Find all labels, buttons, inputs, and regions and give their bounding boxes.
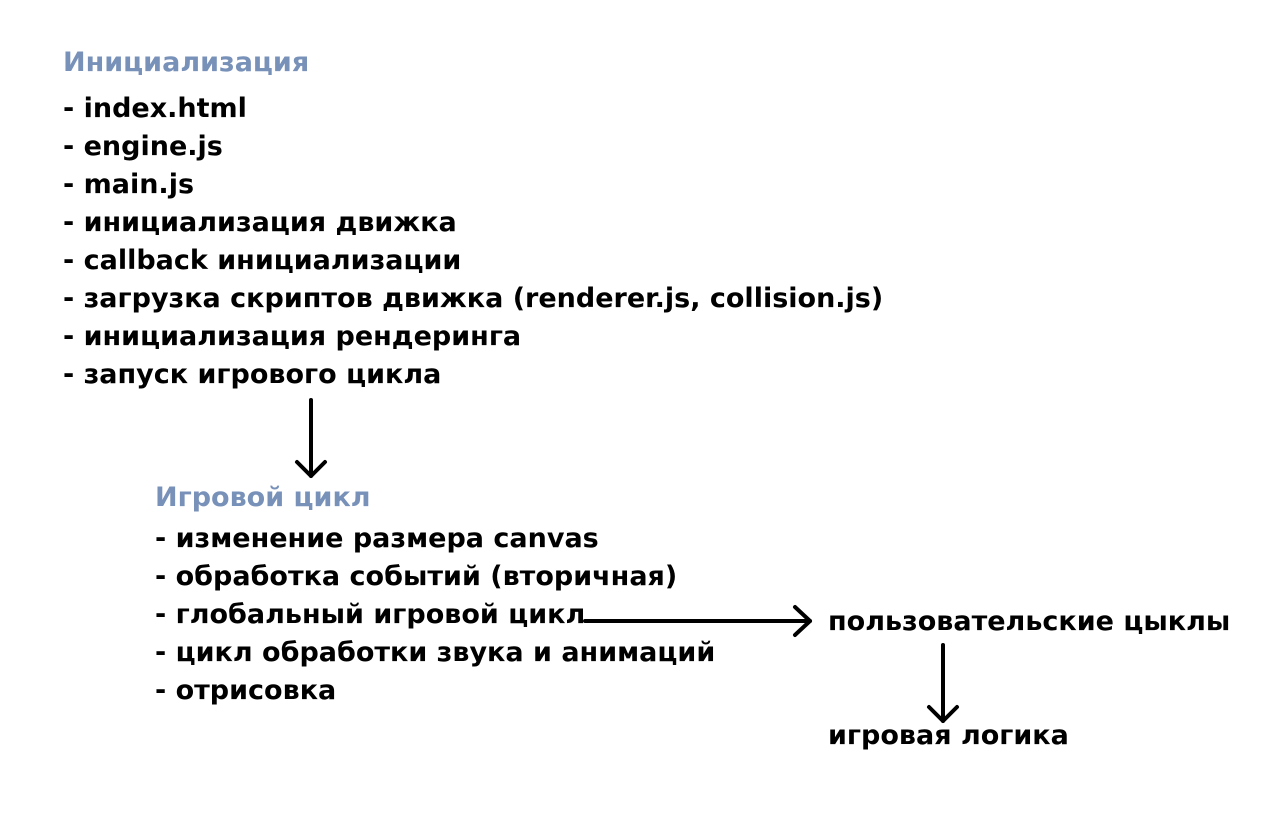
loop-section-title: Игровой цикл — [155, 482, 371, 513]
init-step-item: - main.js — [63, 169, 195, 200]
init-section-title: Инициализация — [63, 47, 310, 78]
init-steps-list: - index.html - engine.js - main.js - ини… — [63, 90, 883, 394]
loop-step-item: - цикл обработки звука и анимаций — [155, 637, 716, 668]
init-step-item: - callback инициализации — [63, 245, 462, 276]
init-step-item: - инициализация движка — [63, 207, 457, 238]
init-step-item: - index.html — [63, 93, 247, 124]
user-loops-label: пользовательские цыклы — [828, 606, 1231, 637]
arrow-user-loops-to-game-logic — [927, 643, 959, 723]
init-step-item: - загрузка скриптов движка (renderer.js,… — [63, 283, 884, 314]
loop-step-item: - глобальный игровой цикл — [155, 599, 586, 630]
arrow-init-to-loop — [295, 398, 327, 478]
init-step-item: - запуск игрового цикла — [63, 359, 442, 390]
loop-step-item: - изменение размера canvas — [155, 523, 599, 554]
game-logic-label: игровая логика — [828, 720, 1069, 751]
loop-steps-list: - изменение размера canvas - обработка с… — [155, 520, 715, 710]
init-step-item: - инициализация рендеринга — [63, 321, 522, 352]
loop-step-item: - обработка событий (вторичная) — [155, 561, 678, 592]
loop-step-item: - отрисовка — [155, 675, 337, 706]
init-step-item: - engine.js — [63, 131, 223, 162]
